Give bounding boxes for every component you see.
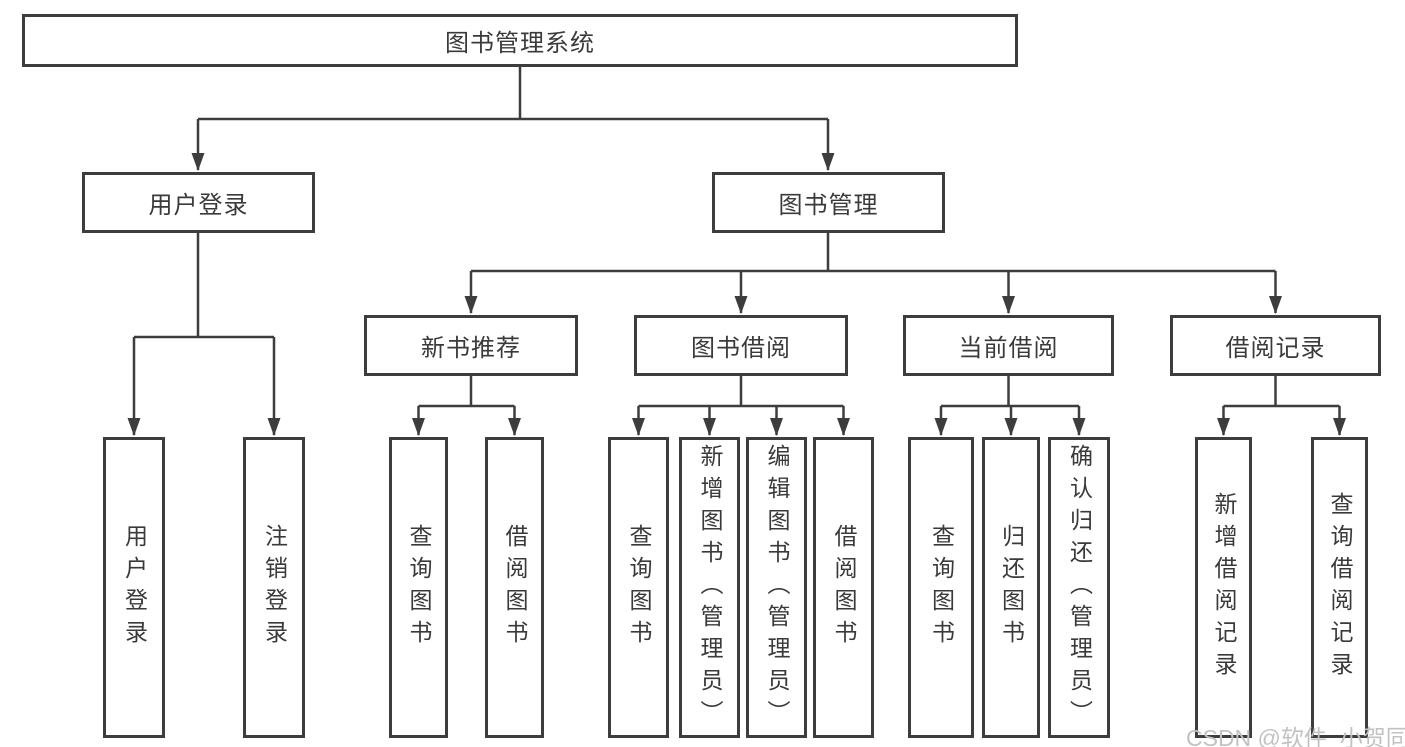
node-borrow-record: 借阅记录 — [1170, 315, 1381, 376]
node-label: 查询借阅记录 — [1327, 491, 1353, 684]
node-label: 新增图书（管理员） — [697, 443, 723, 732]
node-label: 借阅图书 — [502, 523, 528, 652]
node-root: 图书管理系统 — [22, 14, 1018, 67]
leaf-add-borrow-record: 新增借阅记录 — [1195, 437, 1252, 738]
node-label: 编辑图书（管理员） — [764, 443, 790, 732]
node-label: 借阅图书 — [831, 523, 857, 652]
node-label: 用户登录 — [121, 523, 148, 652]
node-book-borrow: 图书借阅 — [634, 315, 848, 376]
node-label: 图书管理系统 — [445, 30, 595, 57]
node-label: 注销登录 — [261, 523, 288, 652]
node-label: 归还图书 — [998, 523, 1025, 652]
leaf-query-borrow-record: 查询借阅记录 — [1311, 437, 1368, 738]
node-label: 借阅记录 — [1225, 335, 1326, 362]
leaf-borrow-books-recommend: 借阅图书 — [485, 437, 544, 738]
node-book-management: 图书管理 — [712, 172, 945, 233]
node-label: 新书推荐 — [421, 335, 521, 362]
leaf-edit-books-admin: 编辑图书（管理员） — [746, 437, 807, 738]
leaf-query-books-recommend: 查询图书 — [389, 437, 448, 738]
node-label: 用户登录 — [148, 192, 249, 219]
leaf-logout: 注销登录 — [243, 437, 305, 738]
leaf-borrow-books: 借阅图书 — [813, 437, 874, 738]
node-label: 当前借阅 — [958, 335, 1059, 362]
node-label: 图书管理 — [778, 192, 879, 219]
node-label: 查询图书 — [406, 523, 432, 652]
node-label: 查询图书 — [626, 523, 652, 652]
leaf-add-books-admin: 新增图书（管理员） — [679, 437, 740, 738]
node-user-login: 用户登录 — [82, 172, 315, 233]
node-label: 图书借阅 — [691, 335, 791, 362]
node-label: 确认归还（管理员） — [1066, 443, 1093, 732]
leaf-return-books: 归还图书 — [982, 437, 1040, 738]
leaf-confirm-return-admin: 确认归还（管理员） — [1048, 437, 1110, 738]
leaf-query-books-borrow: 查询图书 — [608, 437, 669, 738]
node-new-book-recommend: 新书推荐 — [364, 315, 578, 376]
node-current-borrow: 当前借阅 — [903, 315, 1114, 376]
node-label: 新增借阅记录 — [1211, 491, 1237, 684]
leaf-user-login: 用户登录 — [103, 437, 165, 738]
node-label: 查询图书 — [928, 523, 955, 652]
leaf-query-books-current: 查询图书 — [908, 437, 974, 738]
